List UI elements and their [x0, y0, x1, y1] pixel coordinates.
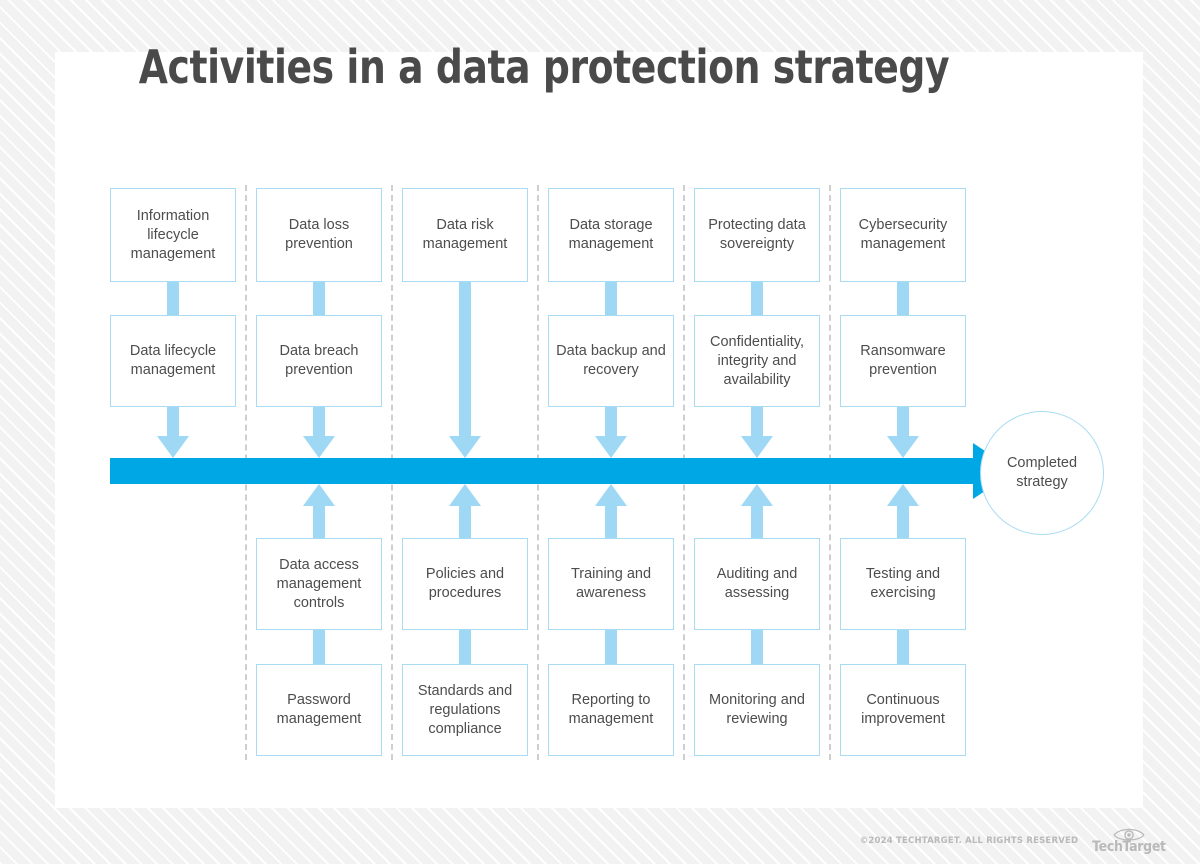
box-protecting-data-sovereignty[interactable]: Protecting data sovereignty: [694, 188, 820, 282]
arrow-stem-col4-down: [605, 406, 617, 438]
box-label: Monitoring and reviewing: [709, 692, 805, 727]
arrow-head-col6-down-icon: [887, 436, 919, 458]
footer: ©2024 TECHTARGET. ALL RIGHTS RESERVED Te…: [860, 826, 1170, 855]
connector-col1-r1-r2: [167, 281, 179, 316]
box-label: Testing and exercising: [865, 566, 941, 601]
box-ransomware-prevention[interactable]: Ransomware prevention: [840, 315, 966, 407]
box-label: Data storage management: [568, 217, 654, 252]
box-label: Training and awareness: [570, 566, 652, 601]
connector-col2-r1-r2: [313, 281, 325, 316]
arrow-stem-col1-down: [167, 406, 179, 438]
arrow-stem-col2-down: [313, 406, 325, 438]
main-strategy-arrow-bar: [110, 458, 973, 484]
box-label: Reporting to management: [568, 692, 654, 727]
connector-col6-r1-r2: [897, 281, 909, 316]
arrow-stem-col2-up: [313, 504, 325, 540]
box-confidentiality-integrity-availability[interactable]: Confidentiality, integrity and availabil…: [694, 315, 820, 407]
box-data-breach-prevention[interactable]: Data breach prevention: [256, 315, 382, 407]
arrow-stem-col3-up: [459, 504, 471, 540]
arrow-head-col5-down-icon: [741, 436, 773, 458]
box-label: Password management: [276, 692, 362, 727]
arrow-head-col5-up-icon: [741, 484, 773, 506]
box-label: Cybersecurity management: [858, 217, 948, 252]
arrow-head-col3-down-icon: [449, 436, 481, 458]
box-cybersecurity-management[interactable]: Cybersecurity management: [840, 188, 966, 282]
box-testing-and-exercising[interactable]: Testing and exercising: [840, 538, 966, 630]
arrow-stem-col5-up: [751, 504, 763, 540]
arrow-stem-col3-down: [459, 281, 471, 438]
connector-col4-r1-r2: [605, 281, 617, 316]
box-label: Ransomware prevention: [860, 343, 946, 378]
arrow-head-col2-up-icon: [303, 484, 335, 506]
box-data-risk-management[interactable]: Data risk management: [402, 188, 528, 282]
page-title: Activities in a data protection strategy: [138, 40, 950, 94]
techtarget-logo: TechTarget: [1088, 826, 1170, 855]
box-standards-and-regulations-compliance[interactable]: Standards and regulations compliance: [402, 664, 528, 756]
box-label: Data lifecycle management: [129, 343, 217, 378]
arrow-stem-col6-up: [897, 504, 909, 540]
connector-col6-r3-r4: [897, 629, 909, 665]
box-reporting-to-management[interactable]: Reporting to management: [548, 664, 674, 756]
box-label: Data loss prevention: [285, 217, 353, 252]
box-label: Data risk management: [422, 217, 508, 252]
box-label: Continuous improvement: [861, 692, 945, 727]
box-label: Information lifecycle management: [130, 207, 216, 262]
completed-strategy-label: Completed strategy: [1006, 455, 1078, 490]
completed-strategy-circle[interactable]: Completed strategy: [980, 411, 1104, 535]
box-auditing-and-assessing[interactable]: Auditing and assessing: [694, 538, 820, 630]
box-label: Protecting data sovereignty: [708, 217, 806, 252]
box-label: Data backup and recovery: [556, 343, 666, 378]
arrow-head-col4-down-icon: [595, 436, 627, 458]
arrow-stem-col4-up: [605, 504, 617, 540]
arrow-head-col1-down-icon: [157, 436, 189, 458]
box-password-management[interactable]: Password management: [256, 664, 382, 756]
arrow-stem-col5-down: [751, 406, 763, 438]
box-data-lifecycle-management[interactable]: Data lifecycle management: [110, 315, 236, 407]
arrow-head-col3-up-icon: [449, 484, 481, 506]
connector-col3-r3-r4: [459, 629, 471, 665]
box-data-access-management-controls[interactable]: Data access management controls: [256, 538, 382, 630]
connector-col2-r3-r4: [313, 629, 325, 665]
connector-col5-r1-r2: [751, 281, 763, 316]
box-label: Policies and procedures: [425, 566, 505, 601]
connector-col5-r3-r4: [751, 629, 763, 665]
box-data-storage-management[interactable]: Data storage management: [548, 188, 674, 282]
box-continuous-improvement[interactable]: Continuous improvement: [840, 664, 966, 756]
box-data-backup-and-recovery[interactable]: Data backup and recovery: [548, 315, 674, 407]
copyright-text: ©2024 TECHTARGET. ALL RIGHTS RESERVED: [859, 835, 1079, 846]
arrow-head-col2-down-icon: [303, 436, 335, 458]
box-information-lifecycle-management[interactable]: Information lifecycle management: [110, 188, 236, 282]
box-data-loss-prevention[interactable]: Data loss prevention: [256, 188, 382, 282]
eye-icon: [1113, 828, 1145, 841]
arrow-head-col4-up-icon: [595, 484, 627, 506]
box-label: Confidentiality, integrity and availabil…: [709, 333, 805, 388]
box-monitoring-and-reviewing[interactable]: Monitoring and reviewing: [694, 664, 820, 756]
box-policies-and-procedures[interactable]: Policies and procedures: [402, 538, 528, 630]
arrow-stem-col6-down: [897, 406, 909, 438]
box-label: Data access management controls: [276, 556, 362, 611]
box-training-and-awareness[interactable]: Training and awareness: [548, 538, 674, 630]
connector-col4-r3-r4: [605, 629, 617, 665]
techtarget-wordmark: TechTarget: [1092, 839, 1166, 855]
box-label: Data breach prevention: [279, 343, 359, 378]
arrow-head-col6-up-icon: [887, 484, 919, 506]
box-label: Auditing and assessing: [716, 566, 798, 601]
box-label: Standards and regulations compliance: [417, 682, 513, 737]
